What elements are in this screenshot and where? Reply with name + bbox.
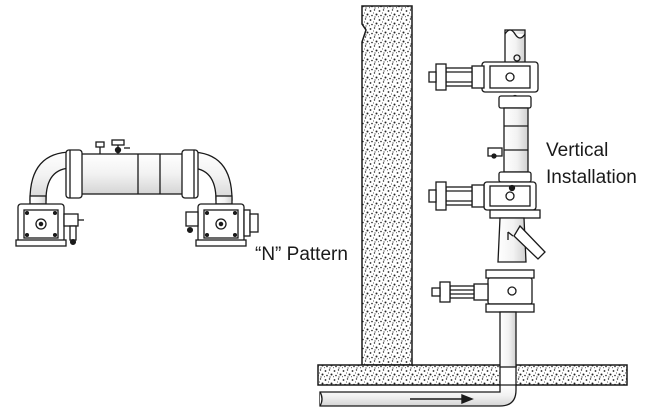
upper-shutoff-valve <box>428 54 539 102</box>
left-shutoff-valve <box>15 203 84 247</box>
vertical-assembly <box>319 29 546 407</box>
right-arrow-icon <box>410 393 474 405</box>
bottom-elbow <box>319 384 517 407</box>
vertical-label: Vertical <box>546 140 609 161</box>
right-shutoff-valve <box>185 203 259 247</box>
right-coupling <box>181 149 199 199</box>
main-pipe <box>79 153 185 195</box>
left-coupling <box>65 149 83 199</box>
n-pattern-label: “N” Pattern <box>255 244 348 265</box>
concrete-floor <box>317 364 628 386</box>
concrete-wall <box>361 5 413 366</box>
middle-shutoff-valve <box>428 181 537 211</box>
installation-label: Installation <box>546 167 637 188</box>
n-pattern-assembly <box>15 139 259 247</box>
lower-shutoff-valve <box>431 269 535 313</box>
